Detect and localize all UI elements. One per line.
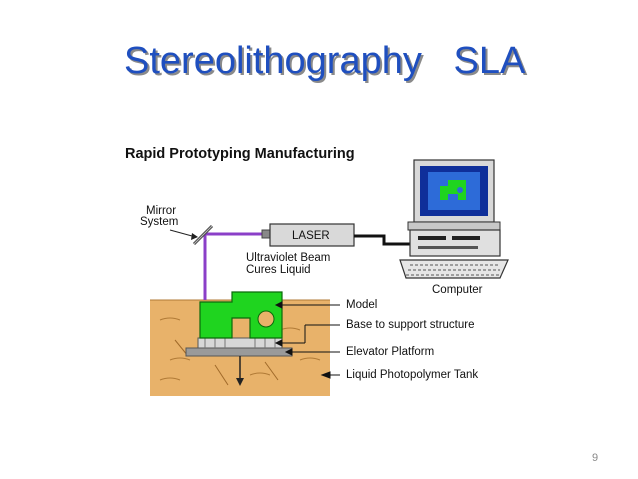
support-base bbox=[197, 337, 283, 349]
figure-title: Rapid Prototyping Manufacturing bbox=[125, 146, 355, 162]
mirror-pointer-arrow bbox=[191, 233, 198, 240]
laser-nozzle bbox=[261, 229, 271, 239]
computer-monitor bbox=[407, 159, 501, 231]
label-beam-line1: Ultraviolet Beam bbox=[246, 252, 331, 264]
label-mirror-line1: Mirror bbox=[146, 205, 177, 217]
page-number: 9 bbox=[592, 452, 599, 464]
label-model: Model bbox=[346, 299, 378, 311]
label-base: Base to support structure bbox=[346, 319, 475, 331]
laser-cable bbox=[354, 234, 410, 246]
label-computer: Computer bbox=[432, 284, 483, 296]
slide-title: Stereolithography SLA bbox=[124, 40, 526, 82]
elevator-platform bbox=[185, 347, 293, 357]
label-beam-line2: Cures Liquid bbox=[246, 264, 311, 276]
label-liquid: Liquid Photopolymer Tank bbox=[346, 369, 479, 381]
mirror bbox=[192, 224, 214, 246]
mirror-pointer bbox=[169, 229, 193, 237]
model bbox=[199, 291, 283, 339]
label-elevator: Elevator Platform bbox=[346, 346, 435, 358]
elevator-arrow bbox=[236, 378, 244, 386]
support-structure bbox=[204, 338, 276, 348]
label-mirror-line2: System bbox=[140, 216, 179, 228]
computer-keyboard bbox=[399, 259, 509, 279]
label-laser: LASER bbox=[292, 230, 330, 242]
computer-case bbox=[409, 229, 501, 257]
leader-lines bbox=[274, 301, 340, 379]
